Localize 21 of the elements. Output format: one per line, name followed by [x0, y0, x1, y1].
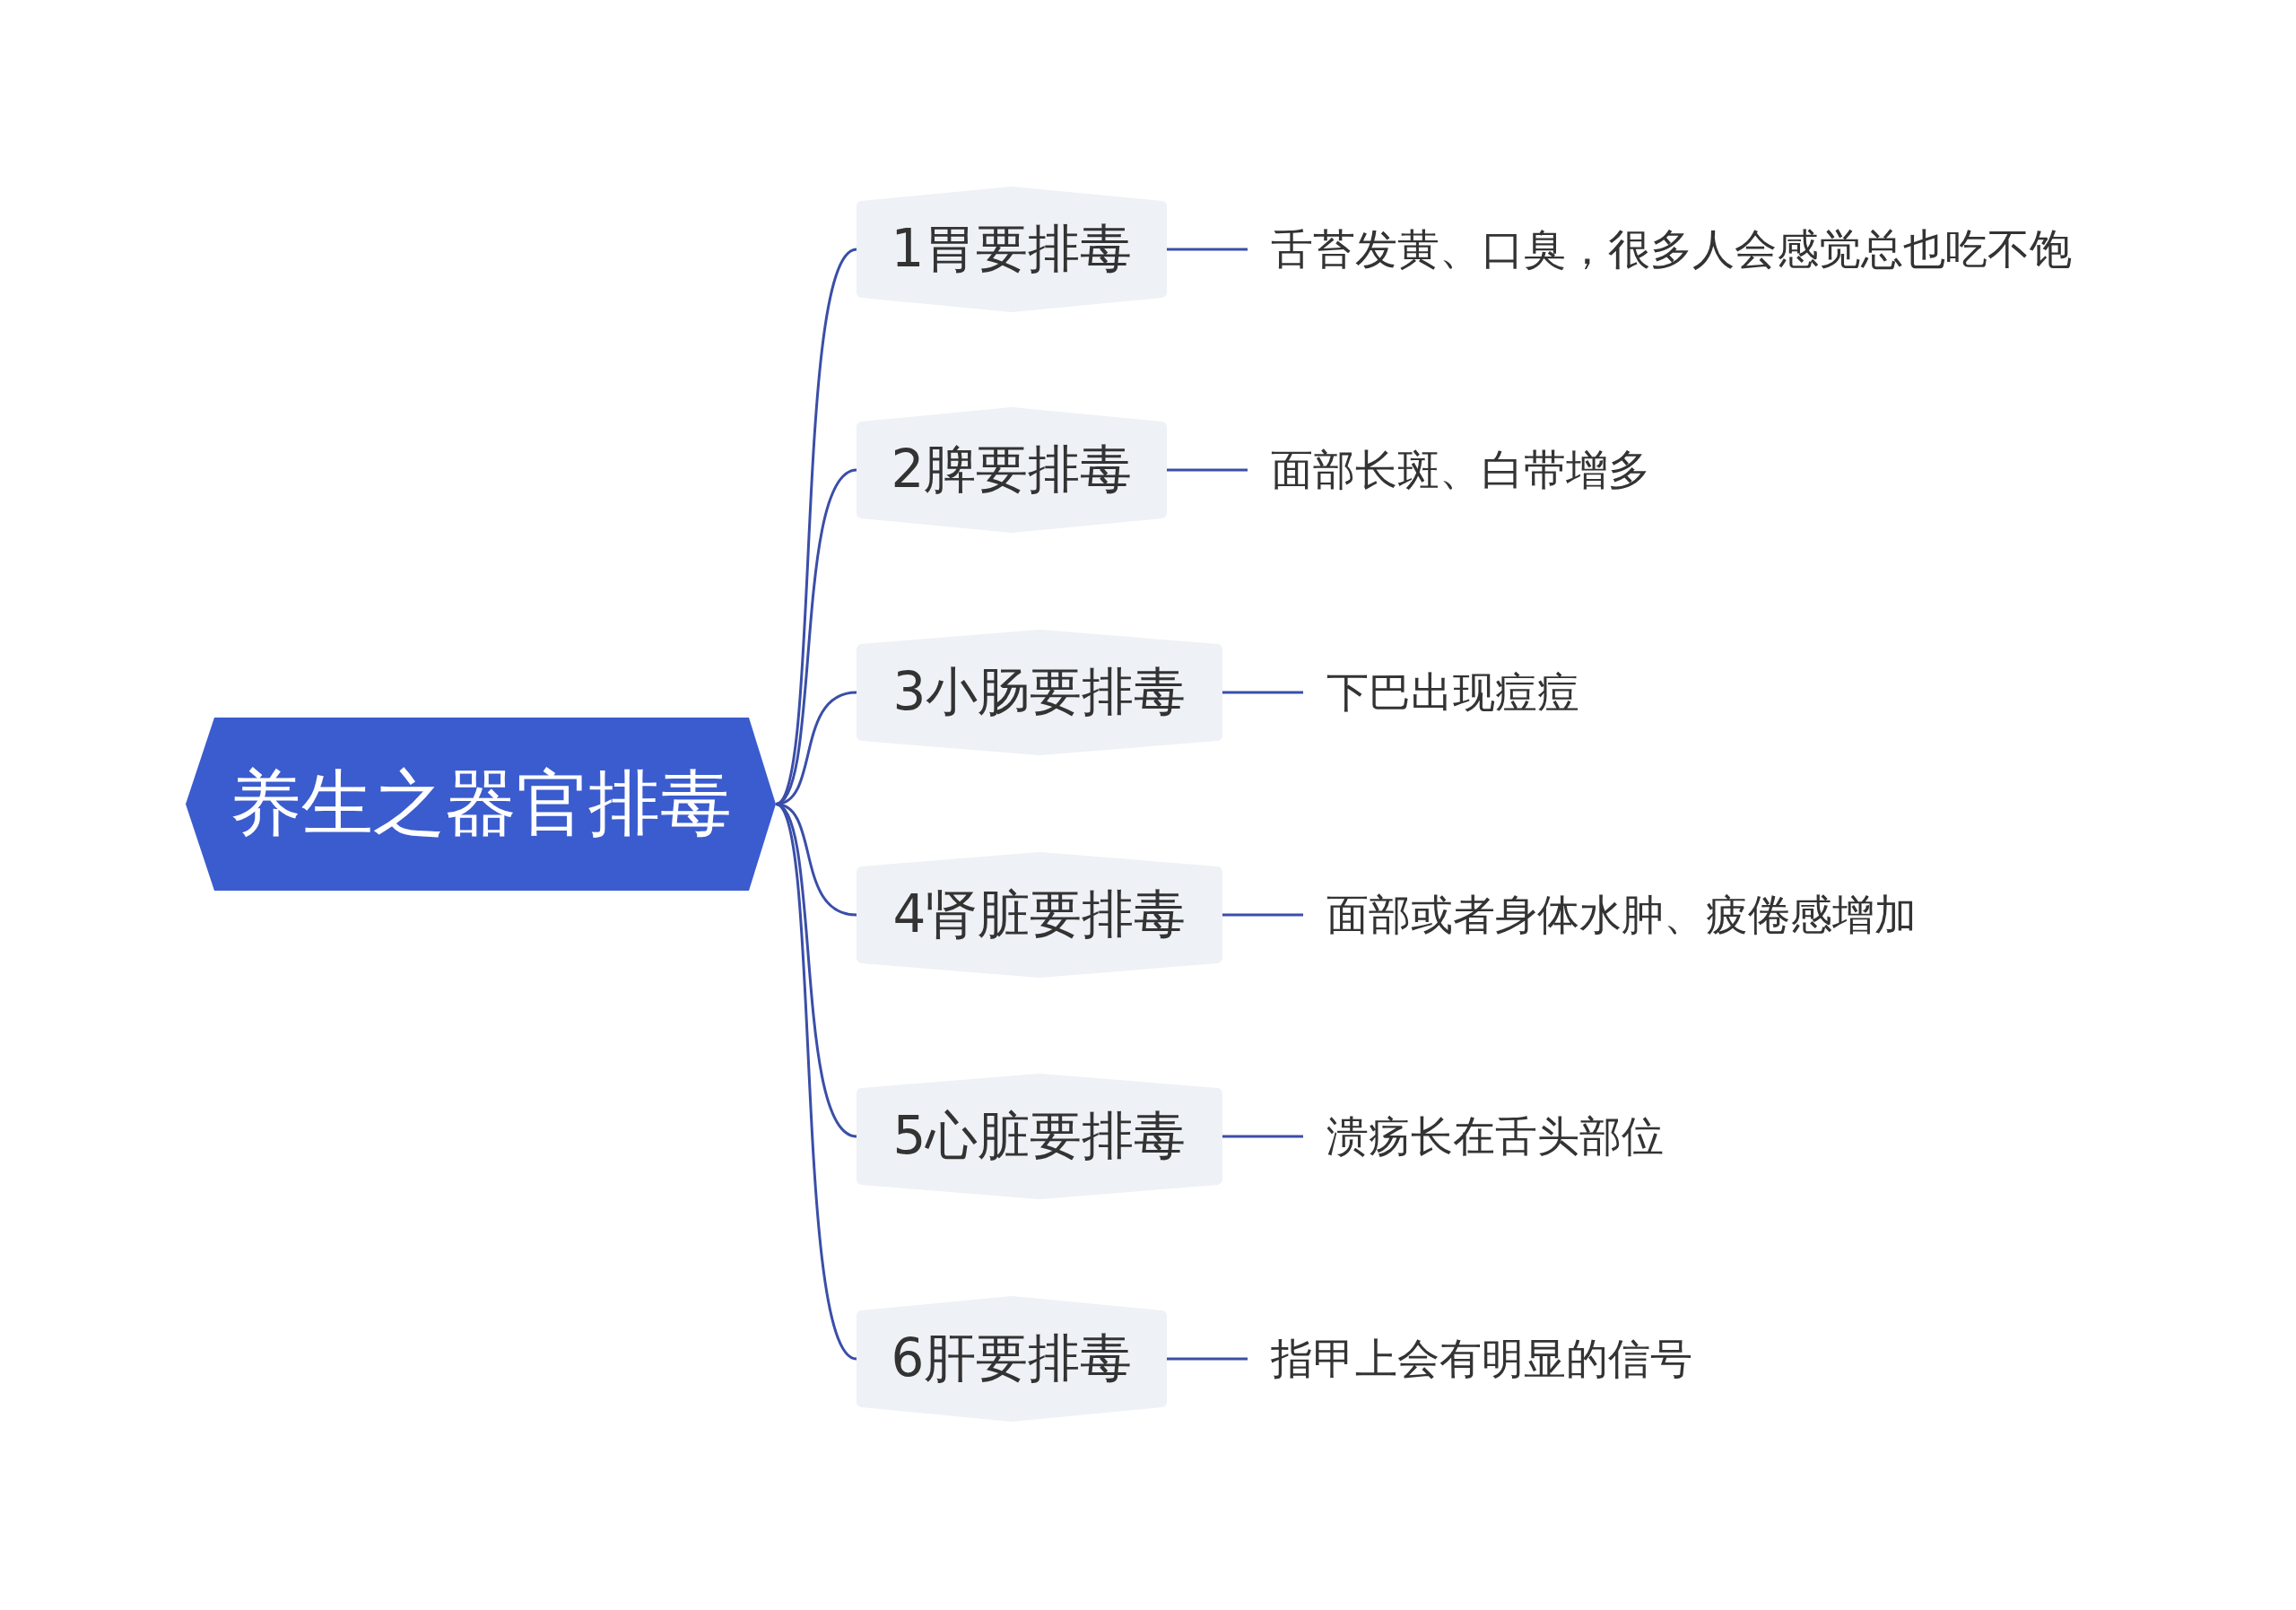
connector-line [774, 803, 857, 1361]
topic-node: 3小肠要排毒 [857, 630, 1222, 755]
connector-line [1167, 248, 1248, 251]
topic-node: 1胃要排毒 [857, 187, 1167, 312]
connector-line [775, 468, 857, 805]
detail-text: 舌苔发黄、口臭，很多人会感觉总也吃不饱 [1271, 213, 2168, 285]
connector-line [1222, 691, 1303, 694]
detail-text: 指甲上会有明显的信号 [1271, 1323, 2168, 1395]
connector-line [1167, 468, 1248, 472]
connector-line [1167, 1357, 1248, 1361]
detail-text: 下巴出现痘痘 [1326, 657, 2223, 728]
topic-node: 5心脏要排毒 [857, 1074, 1222, 1199]
topic-node: 6肝要排毒 [857, 1296, 1167, 1422]
central-topic: 养生之器官排毒 [186, 718, 776, 891]
detail-text: 面部长斑、白带增多 [1271, 434, 2168, 506]
detail-text: 溃疡长在舌头部位 [1326, 1101, 2223, 1172]
connector-line [1222, 913, 1303, 917]
connector-line [1222, 1135, 1303, 1138]
detail-text: 面部或者身体水肿、疲倦感增加 [1326, 879, 2223, 951]
topic-node: 4肾脏要排毒 [857, 852, 1222, 978]
topic-node: 2脾要排毒 [857, 407, 1167, 533]
